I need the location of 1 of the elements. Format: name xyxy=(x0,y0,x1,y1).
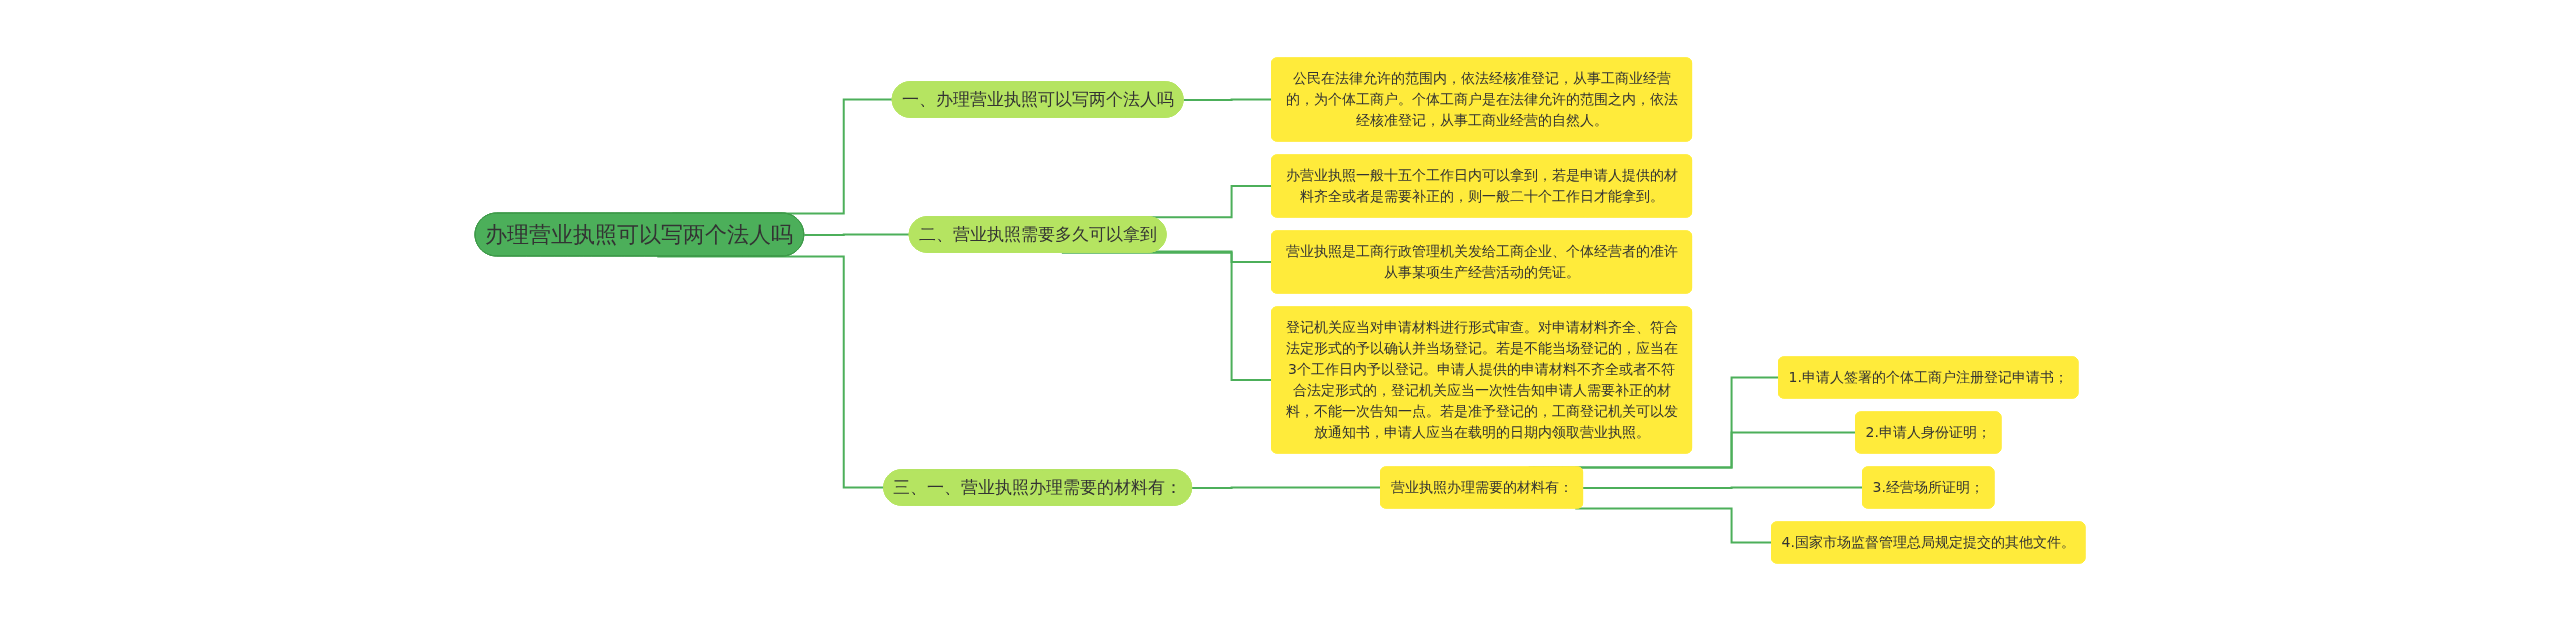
connector xyxy=(803,233,911,236)
